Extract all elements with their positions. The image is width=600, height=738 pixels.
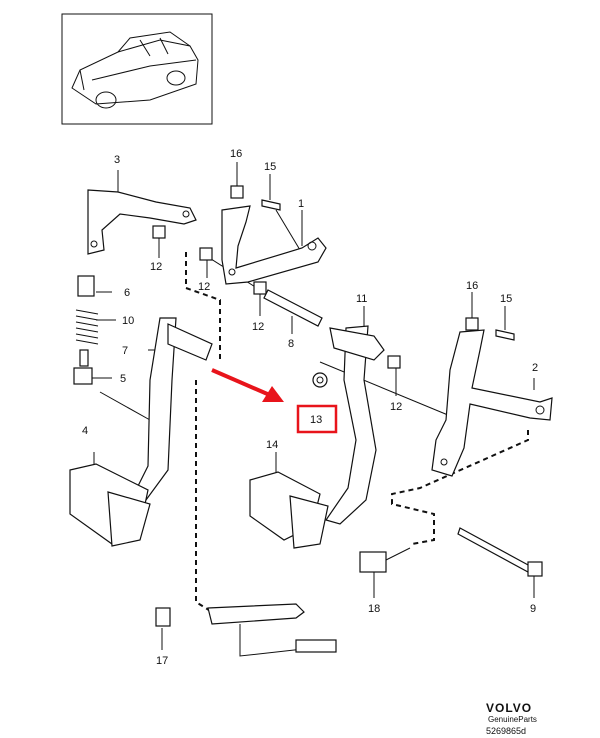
- label-7: 7: [122, 345, 128, 357]
- footer: VOLVO GenuineParts 5269865d: [486, 701, 537, 736]
- diagram-code: 5269865d: [486, 726, 526, 736]
- brake-pedal-11: [249, 325, 385, 549]
- clutch-pedal-7: [69, 317, 213, 547]
- shaft-part-8: [263, 289, 323, 327]
- brand-logo: VOLVO: [486, 701, 532, 715]
- label-16b: 16: [466, 280, 478, 292]
- label-5: 5: [120, 373, 126, 385]
- car-thumbnail: [61, 13, 213, 125]
- label-6: 6: [124, 287, 130, 299]
- highlight-box: [296, 404, 338, 434]
- label-8: 8: [288, 338, 294, 350]
- bracket-part-1: [221, 205, 327, 285]
- fasteners: [152, 185, 515, 369]
- label-18: 18: [368, 603, 380, 615]
- bracket-part-3: [87, 189, 197, 255]
- sensor-part-18: [359, 547, 411, 573]
- label-12a: 12: [150, 261, 162, 273]
- label-2: 2: [532, 362, 538, 374]
- label-12d: 12: [390, 401, 402, 413]
- bracket-part-2: [431, 329, 553, 477]
- label-1: 1: [298, 198, 304, 210]
- label-3: 3: [114, 154, 120, 166]
- switch-stack: [73, 275, 99, 385]
- label-9: 9: [530, 603, 536, 615]
- bushing-part-13: [312, 372, 328, 388]
- label-15b: 15: [500, 293, 512, 305]
- label-16a: 16: [230, 148, 242, 160]
- rod-part-17: [155, 603, 337, 657]
- label-12b: 12: [198, 281, 210, 293]
- label-11: 11: [356, 293, 367, 305]
- dashed-connectors: [185, 252, 529, 613]
- label-4: 4: [82, 425, 88, 437]
- label-14: 14: [266, 439, 278, 451]
- label-12c: 12: [252, 321, 264, 333]
- long-bolt-part-9: [457, 527, 543, 577]
- label-13: 13: [310, 414, 322, 426]
- highlight-arrow: [211, 368, 284, 402]
- label-15a: 15: [264, 161, 276, 173]
- label-10: 10: [122, 315, 134, 327]
- label-17: 17: [156, 655, 168, 667]
- part-labels: 3 16 15 1 12 12 6 12 10 8 11 16 15 7 5 2…: [82, 148, 538, 667]
- brand-subtitle: GenuineParts: [488, 715, 537, 724]
